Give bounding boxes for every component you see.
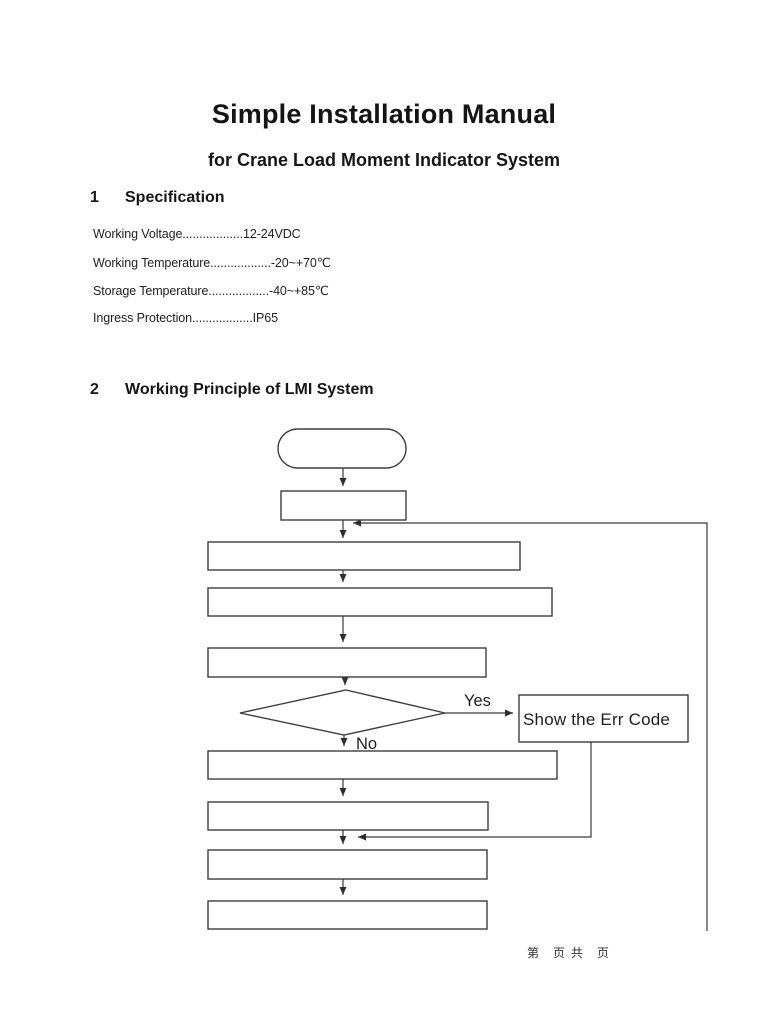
section-2-title: Working Principle of LMI System xyxy=(125,381,374,398)
section-1-title: Specification xyxy=(125,189,225,206)
flowchart-process-box-1 xyxy=(280,490,407,521)
flowchart-process-box-7 xyxy=(207,849,488,880)
flowchart-process-box-5 xyxy=(207,750,558,780)
spec-line-ingress-protection: Ingress Protection..................IP65 xyxy=(93,311,278,325)
page-footer: 第 页 共 页 xyxy=(527,946,610,960)
flowchart-err-code-box xyxy=(518,694,689,743)
section-1-heading: 1 Specification xyxy=(90,189,225,207)
err-code-box-label: Show the Err Code xyxy=(523,710,670,729)
flowchart-process-box-8 xyxy=(207,900,488,930)
flowchart-process-box-6 xyxy=(207,801,489,831)
section-2-number: 2 xyxy=(90,381,99,398)
flow-feedback-line-right xyxy=(353,519,708,931)
flowchart-process-box-3 xyxy=(207,587,553,617)
flowchart-decision-diamond xyxy=(239,689,446,736)
yes-branch-label: Yes xyxy=(464,692,491,710)
flowchart-start-terminator xyxy=(277,428,407,469)
flow-errcode-loop-line xyxy=(358,742,592,841)
page-subtitle: for Crane Load Moment Indicator System xyxy=(207,150,561,170)
flowchart-process-box-4 xyxy=(207,647,487,678)
no-branch-label: No xyxy=(356,735,377,753)
spec-line-working-temperature: Working Temperature..................-20… xyxy=(93,256,331,270)
section-2-heading: 2 Working Principle of LMI System xyxy=(90,381,374,399)
spec-line-working-voltage: Working Voltage..................12-24VD… xyxy=(93,227,301,241)
section-1-number: 1 xyxy=(90,189,99,206)
spec-line-storage-temperature: Storage Temperature..................-40… xyxy=(93,284,329,298)
flowchart-process-box-2 xyxy=(207,541,521,571)
page-title: Simple Installation Manual xyxy=(211,99,557,129)
